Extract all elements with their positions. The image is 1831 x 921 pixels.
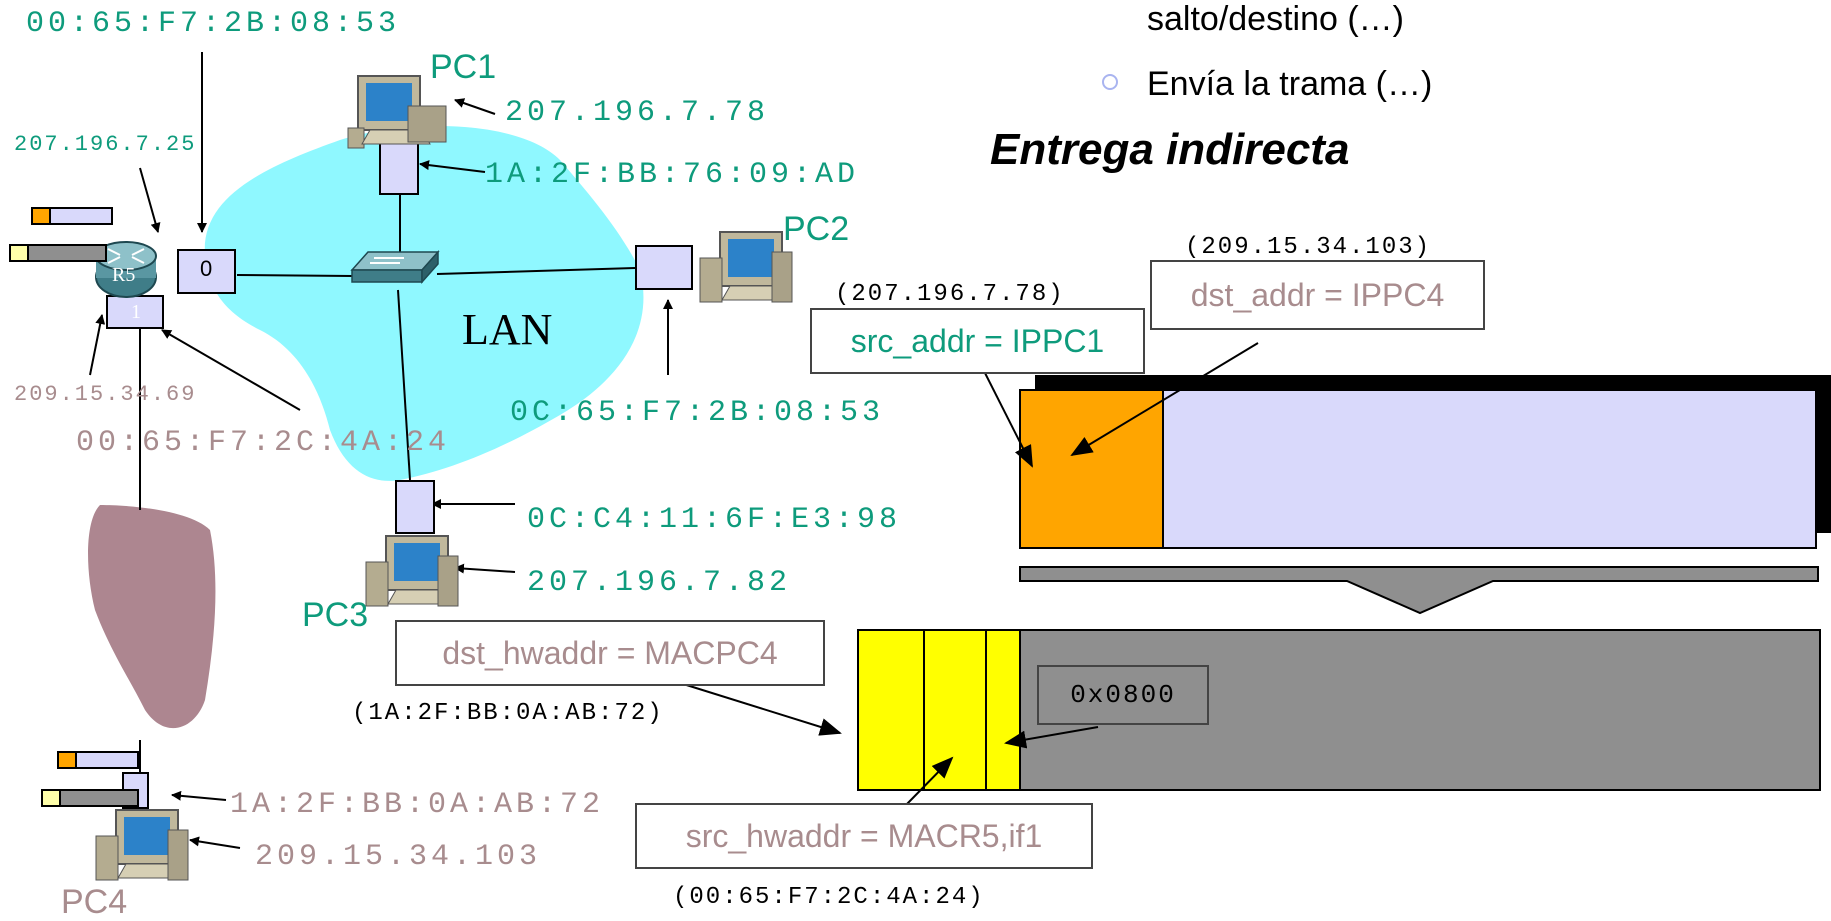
router-r5-icon bbox=[9, 207, 236, 329]
pc1-nic bbox=[379, 141, 419, 195]
pc4-computer-icon bbox=[95, 809, 189, 881]
src-addr-arrow bbox=[984, 372, 1033, 468]
ip-packet bbox=[1019, 375, 1831, 549]
src-hwaddr-box: src_hwaddr = MACR5,if1 bbox=[635, 803, 1093, 869]
pc2-computer-icon bbox=[699, 231, 793, 303]
bullet-salto-destino: salto/destino (…) bbox=[1147, 0, 1404, 38]
encapsulation-arrow bbox=[1019, 566, 1819, 615]
pc3-computer-icon bbox=[365, 535, 459, 607]
ethernet-frame bbox=[857, 629, 1821, 791]
pc4-name: PC4 bbox=[61, 883, 128, 921]
src-hwaddr-value: (00:65:F7:2C:4A:24) bbox=[673, 884, 985, 911]
type-arrow bbox=[1004, 726, 1099, 749]
r5-mac-if1: 00:65:F7:2C:4A:24 bbox=[76, 426, 451, 460]
pc1-name: PC1 bbox=[430, 48, 497, 86]
lan-label: LAN bbox=[462, 305, 553, 354]
dst-hwaddr-arrow bbox=[679, 682, 842, 736]
r5-mac-if0: 00:65:F7:2B:08:53 bbox=[26, 7, 401, 41]
pc3-name: PC3 bbox=[302, 596, 369, 634]
pc4-ip: 209.15.34.103 bbox=[255, 840, 542, 874]
src-hwaddr-arrow bbox=[905, 756, 954, 806]
pc1-computer-icon bbox=[347, 75, 447, 149]
type-box: 0x0800 bbox=[1037, 665, 1209, 725]
frame-header-type bbox=[985, 629, 1021, 791]
dst-hwaddr-value: (1A:2F:BB:0A:AB:72) bbox=[352, 700, 664, 727]
dst-addr-value: (209.15.34.103) bbox=[1185, 234, 1432, 261]
r5-if1-label: 1 bbox=[131, 301, 141, 323]
section-title: Entrega indirecta bbox=[990, 125, 1350, 174]
lan-wires bbox=[139, 195, 636, 775]
pc3-nic bbox=[395, 480, 435, 534]
network-arrows bbox=[89, 98, 673, 849]
bullet-envia-trama: Envía la trama (…) bbox=[1147, 65, 1433, 103]
r5-if0-port bbox=[177, 249, 236, 294]
pc1-ip: 207.196.7.78 bbox=[505, 96, 770, 130]
dst-hwaddr-box: dst_hwaddr = MACPC4 bbox=[395, 620, 825, 686]
wan-cloud bbox=[88, 505, 216, 729]
lan-cloud bbox=[204, 126, 644, 481]
frame-header-dst bbox=[857, 629, 925, 791]
pc4-table-bars bbox=[41, 751, 139, 807]
pc2-mac: 0C:65:F7:2B:08:53 bbox=[510, 396, 885, 430]
switch-icon bbox=[350, 250, 440, 284]
dst-addr-box: dst_addr = IPPC4 bbox=[1150, 260, 1485, 330]
pc1-mac: 1A:2F:BB:76:09:AD bbox=[485, 158, 860, 192]
pc2-nic bbox=[635, 245, 693, 290]
pc2-name: PC2 bbox=[783, 210, 850, 248]
src-addr-box: src_addr = IPPC1 bbox=[810, 308, 1145, 374]
r5-ip-if1: 209.15.34.69 bbox=[14, 382, 197, 407]
bullet-circle-icon bbox=[1102, 74, 1118, 90]
pc3-ip: 207.196.7.82 bbox=[527, 566, 792, 600]
pc3-mac: 0C:C4:11:6F:E3:98 bbox=[527, 503, 902, 537]
frame-header-src bbox=[923, 629, 987, 791]
ip-header bbox=[1019, 389, 1164, 549]
router-name: R5 bbox=[112, 264, 136, 286]
dst-addr-arrow bbox=[1070, 342, 1259, 457]
pc4-mac: 1A:2F:BB:0A:AB:72 bbox=[230, 788, 605, 822]
r5-ip-if0: 207.196.7.25 bbox=[14, 132, 197, 157]
src-addr-value: (207.196.7.78) bbox=[835, 281, 1065, 308]
r5-if0-label: 0 bbox=[200, 256, 213, 281]
